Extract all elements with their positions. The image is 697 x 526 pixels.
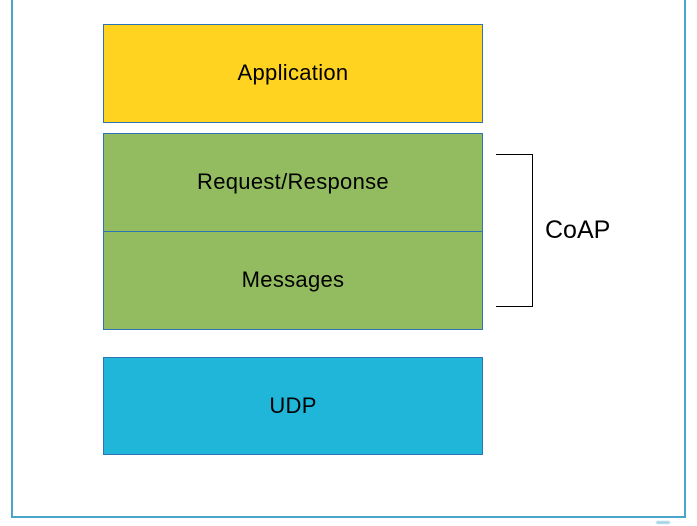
layer-label-application: Application <box>237 60 349 86</box>
layer-label-request-response: Request/Response <box>197 169 389 195</box>
layer-label-messages: Messages <box>241 267 345 293</box>
layer-section-request-response[interactable]: Request/Response <box>104 134 482 232</box>
layer-section-messages[interactable]: Messages <box>104 232 482 329</box>
coap-bracket-label[interactable]: CoAP <box>545 216 611 244</box>
layer-box-udp[interactable]: UDP <box>103 357 483 455</box>
layer-box-coap-group: Request/Response Messages <box>103 133 483 330</box>
render-artifact-smudge <box>656 521 670 524</box>
coap-bracket[interactable] <box>496 154 533 307</box>
layer-box-application[interactable]: Application <box>103 24 483 123</box>
layer-label-udp: UDP <box>269 392 317 418</box>
page-border <box>11 0 686 518</box>
